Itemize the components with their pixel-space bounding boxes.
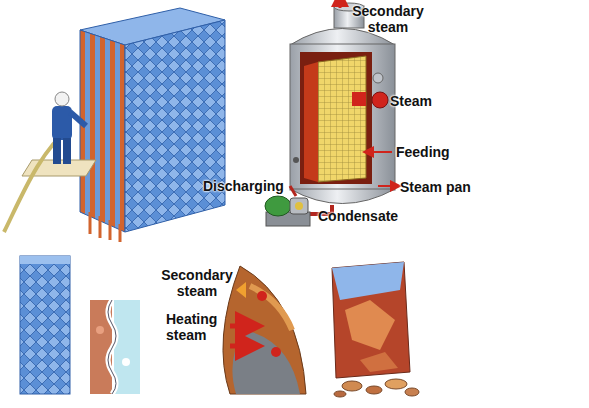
illustration-part [108,300,116,394]
callout-label: Secondary steam [156,267,238,299]
illustration-part [108,300,116,394]
illustration-part [52,106,72,140]
plate-stack [80,8,225,242]
single-plate [20,256,70,394]
scaled-plate [332,262,419,397]
plate-cut-section [223,266,306,394]
callout-label: Heating steam [166,311,230,343]
illustration-part [290,198,308,214]
illustration-part [96,326,104,334]
illustration-part [300,52,372,184]
illustration-part [339,0,342,8]
illustration-part [20,256,70,394]
illustration-part [372,92,388,108]
worker-figure [4,92,96,232]
illustration-part [290,44,395,190]
illustration-part [332,262,404,300]
callout-label: Steam pan [400,179,471,195]
illustration-part [55,92,69,106]
illustration-part [223,266,306,394]
illustration-part [366,386,382,394]
illustration-part [80,30,125,232]
illustration-part [345,300,395,350]
illustration-part [352,92,366,106]
illustration-part [230,344,250,349]
illustration-part [265,196,291,216]
illustration-part [4,128,70,232]
illustration-part [368,151,392,153]
illustration-part [230,324,250,329]
illustration-part [122,358,130,366]
illustration-part [385,379,407,389]
illustration-part [334,391,346,397]
illustration-part [125,20,225,232]
callout-label: Steam [390,93,432,109]
illustration-part [70,112,86,126]
illustration-part [90,212,120,242]
illustration-part [378,185,396,187]
illustration-part [257,291,267,301]
illustration-part [20,256,70,264]
illustration-part [304,62,318,182]
illustration-part [342,381,362,391]
callout-label: Condensate [318,208,398,224]
callout-label: Feeding [396,144,450,160]
callout-label: Discharging [203,178,284,194]
illustration-part [295,202,303,210]
illustration-part [232,330,300,394]
illustration-part [332,262,410,378]
illustration-part [63,138,71,164]
illustration-part [360,352,398,372]
illustration-part [271,347,281,357]
illustration-part [293,157,299,163]
illustration-part [405,388,419,396]
callout-label: Secondary steam [345,3,431,35]
plate-cross-section [90,300,140,394]
illustration-part [250,286,292,330]
illustration-part [290,186,296,196]
illustration-part [373,73,383,83]
illustration-part [53,138,61,164]
illustration-part [236,282,246,298]
illustration-part [318,56,366,182]
